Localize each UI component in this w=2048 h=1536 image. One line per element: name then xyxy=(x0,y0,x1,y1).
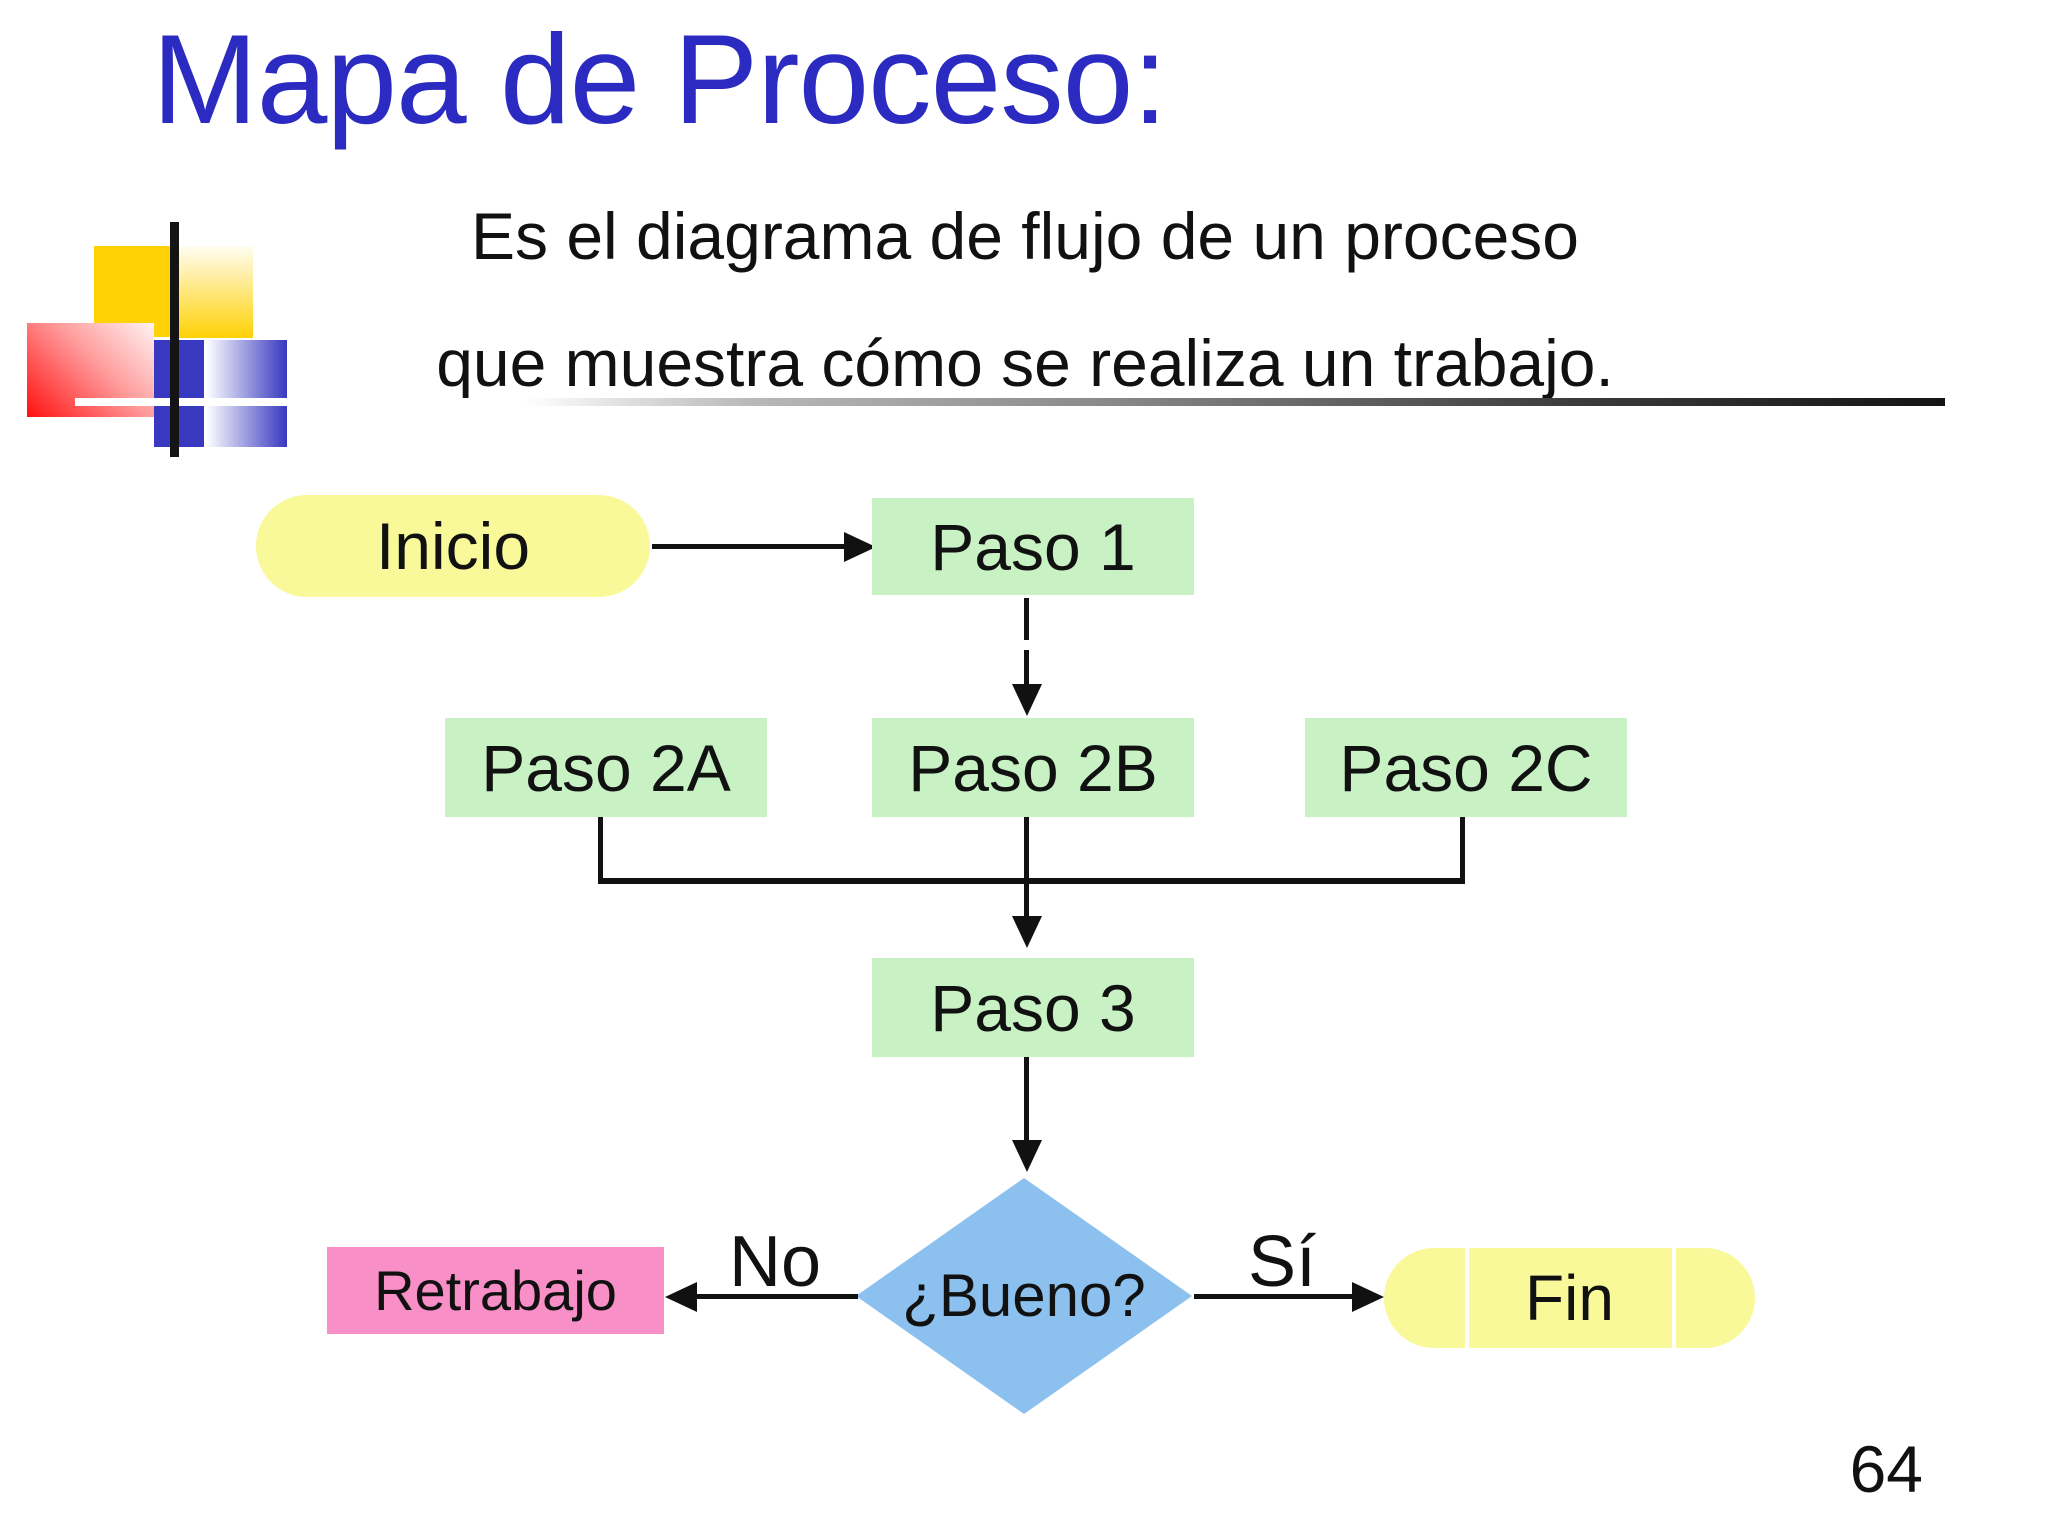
flow-node-start: Inicio xyxy=(256,495,650,597)
flow-node-step3: Paso 3 xyxy=(872,958,1194,1057)
flow-node-step2a-label: Paso 2A xyxy=(481,730,731,805)
arrow-decision-to-end-line xyxy=(1194,1294,1354,1299)
arrow-step1-to-step2b-line xyxy=(1024,598,1029,640)
arrow-step3-to-decision-head-icon xyxy=(1012,1140,1042,1172)
logo-yellow-square xyxy=(94,246,179,337)
subtitle-line-2: que muestra cómo se realiza un trabajo. xyxy=(436,326,1614,400)
logo-blue-square xyxy=(154,340,204,447)
end-node-slit-right xyxy=(1672,1248,1676,1348)
flow-node-decision-label: ¿Bueno? xyxy=(902,1262,1146,1329)
arrow-decision-to-rework-line xyxy=(697,1294,858,1299)
connector-step2c-drop-line xyxy=(1460,817,1465,884)
page-number: 64 xyxy=(1849,1432,1923,1506)
connector-step2a-drop-line xyxy=(598,817,603,884)
arrow-step1-to-step2b-line2 xyxy=(1024,650,1029,687)
arrow-step3-to-decision-line xyxy=(1024,1057,1029,1142)
flow-node-step3-label: Paso 3 xyxy=(930,970,1136,1045)
logo-vertical-bar xyxy=(170,222,179,457)
flow-node-step1-label: Paso 1 xyxy=(930,509,1136,584)
flow-node-rework: Retrabajo xyxy=(327,1247,664,1334)
flow-node-step2b-label: Paso 2B xyxy=(908,730,1158,805)
arrow-step1-to-step2b-head-icon xyxy=(1012,684,1042,716)
flow-node-end: Fin xyxy=(1384,1248,1755,1348)
slide-title: Mapa de Proceso: xyxy=(152,8,1168,150)
edge-label-yes: Sí xyxy=(1247,1222,1317,1302)
subtitle-line-1: Es el diagrama de flujo de un proceso xyxy=(470,199,1579,273)
edge-label-no: No xyxy=(728,1222,822,1302)
arrow-start-to-step1-head-icon xyxy=(844,532,876,562)
connector-merge-horizontal-line xyxy=(598,878,1464,884)
flow-node-rework-label: Retrabajo xyxy=(374,1258,617,1322)
flow-node-step2a: Paso 2A xyxy=(445,718,767,817)
logo-yellow-gradient-square xyxy=(179,246,253,338)
arrow-decision-to-rework-head-icon xyxy=(665,1282,697,1312)
flow-node-end-label: Fin xyxy=(1525,1262,1614,1334)
end-node-slit-left xyxy=(1465,1248,1469,1348)
flow-node-step2b: Paso 2B xyxy=(872,718,1194,817)
arrow-merge-to-step3-head-icon xyxy=(1012,916,1042,948)
flow-node-step1: Paso 1 xyxy=(872,498,1194,595)
flow-node-step2c: Paso 2C xyxy=(1305,718,1627,817)
flow-node-decision: ¿Bueno? xyxy=(856,1178,1192,1414)
arrow-start-to-step1-line xyxy=(652,544,844,549)
arrow-merge-to-step3-line xyxy=(1024,817,1029,918)
arrow-decision-to-end-head-icon xyxy=(1352,1282,1384,1312)
flow-node-start-label: Inicio xyxy=(375,509,531,583)
divider-rule xyxy=(75,398,1945,406)
logo-blue-gradient-square xyxy=(206,340,287,447)
flow-node-step2c-label: Paso 2C xyxy=(1339,730,1593,805)
